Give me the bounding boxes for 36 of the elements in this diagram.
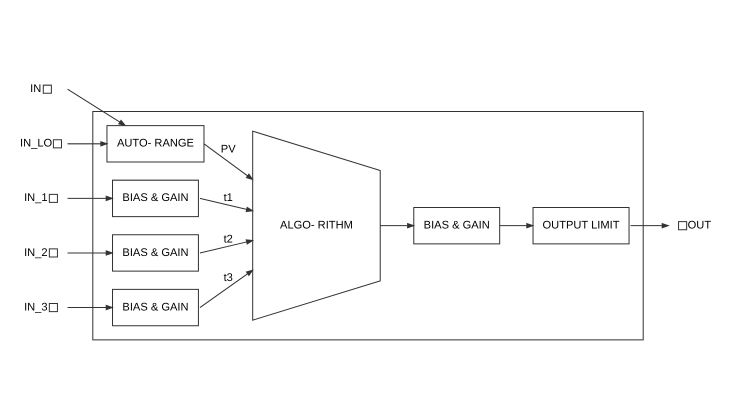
node-box: AUTO- RANGE bbox=[106, 124, 204, 162]
node-label: IN_3 bbox=[24, 300, 48, 313]
arrow bbox=[200, 268, 254, 308]
node-box: BIAS & GAIN bbox=[112, 179, 199, 217]
cluster bbox=[92, 110, 644, 340]
node-label: IN bbox=[30, 82, 42, 95]
node-box: BIAS & GAIN bbox=[112, 288, 199, 326]
node-label: OUT bbox=[688, 219, 712, 231]
arrow bbox=[500, 222, 534, 228]
edge-label: PV bbox=[220, 143, 236, 156]
node-box bbox=[42, 84, 52, 94]
node-box bbox=[48, 193, 58, 202]
edge-label: t2 bbox=[224, 233, 233, 246]
arrow bbox=[204, 142, 254, 180]
arrow bbox=[68, 195, 114, 201]
node-box: BIAS & GAIN bbox=[112, 234, 199, 272]
arrow bbox=[200, 197, 254, 212]
arrow bbox=[68, 304, 114, 310]
arrow bbox=[200, 238, 254, 253]
node-box: ALGO- RITHM bbox=[252, 130, 381, 320]
node-label: IN_LO bbox=[20, 137, 52, 150]
node-box bbox=[48, 248, 58, 257]
node-label: IN_2 bbox=[24, 246, 48, 258]
edge-label: t3 bbox=[224, 272, 233, 284]
arrow bbox=[630, 222, 670, 228]
arrow bbox=[67, 88, 126, 126]
node-label: IN_1 bbox=[24, 192, 48, 204]
node-box bbox=[678, 220, 688, 230]
node-box bbox=[52, 138, 62, 148]
node-box: OUTPUT LIMIT bbox=[532, 206, 630, 244]
arrow bbox=[380, 222, 416, 228]
edge-label: t1 bbox=[224, 192, 233, 204]
node-box: BIAS & GAIN bbox=[413, 206, 500, 244]
arrow bbox=[68, 250, 114, 256]
arrow bbox=[68, 140, 108, 146]
node-box bbox=[48, 302, 58, 312]
